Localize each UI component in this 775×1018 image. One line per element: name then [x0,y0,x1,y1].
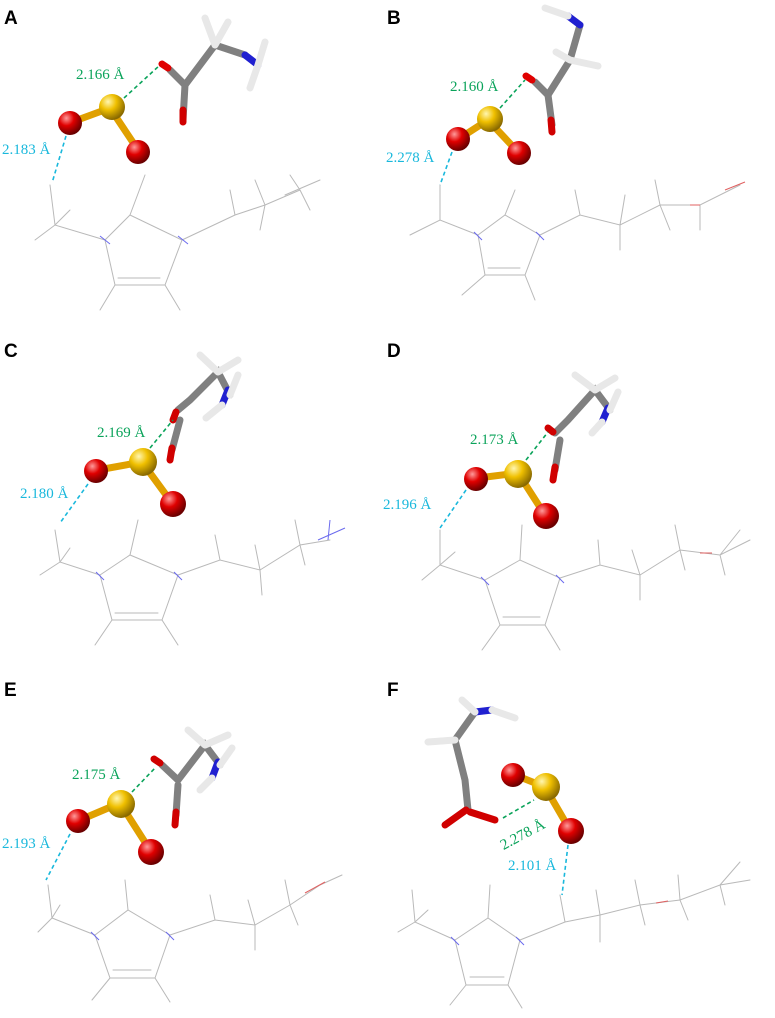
cyan-h-bond [51,135,67,184]
panel-label: F [387,680,399,701]
oxygen-atom [66,809,90,833]
panel-label: B [387,8,401,29]
so2-molecule [446,106,531,165]
green-distance-label: 2.175 Å [72,767,121,783]
panel-e: E 2.175 Å 2.193 Å [2,680,343,1003]
cyan-distance-label: 2.278 Å [386,150,435,166]
so2-molecule [66,790,164,865]
imidazolium-cation-wireframe [34,174,321,311]
alanine-anion [150,726,236,829]
cyan-distance-label: 2.196 Å [383,497,432,513]
green-distance-label: 2.173 Å [470,432,519,448]
imidazolium-cation-wireframe [421,524,751,651]
cyan-h-bond [439,489,467,529]
imidazolium-cation-wireframe [39,519,346,646]
panel-label: C [4,341,18,362]
oxygen-atom [507,141,531,165]
panel-label: E [4,680,17,701]
sulfur-atom [477,106,503,132]
oxygen-atom [138,839,164,865]
cyan-distance-label: 2.193 Å [2,836,51,852]
oxygen-atom [160,491,186,517]
green-h-bond [149,419,174,449]
cyan-h-bond [561,844,569,896]
alanine-anion [424,696,519,829]
alanine-anion [158,14,269,126]
cyan-distance-label: 2.101 Å [508,858,557,874]
green-distance-label: 2.278 Å [498,817,548,854]
cyan-h-bond [45,833,71,881]
so2-molecule [464,460,559,529]
green-distance-label: 2.166 Å [76,67,125,83]
cyan-h-bond [439,151,453,186]
panel-d: D 2.173 Å 2.196 Å [383,341,751,651]
oxygen-atom [446,127,470,151]
imidazolium-cation-wireframe [37,874,343,1003]
oxygen-atom [501,763,525,787]
imidazolium-cation-wireframe [409,179,746,301]
green-h-bond [525,431,549,461]
panel-label: A [4,8,18,29]
sulfur-atom [107,790,135,818]
oxygen-atom [464,467,488,491]
cyan-h-bond [59,483,89,524]
panel-a: A 2.166 Å 2.183 Å [2,8,321,311]
green-h-bond [499,79,526,109]
panel-b: B 2.160 Å 2.278 Å [386,4,746,301]
oxygen-atom [533,503,559,529]
so2-molecule [501,763,584,844]
oxygen-atom [58,111,82,135]
alanine-anion [166,351,242,464]
sulfur-atom [532,773,560,801]
imidazolium-cation-wireframe [397,861,751,1009]
so2-molecule [84,448,186,517]
cyan-distance-label: 2.183 Å [2,142,51,158]
panel-c: C 2.169 Å 2.180 Å [4,341,346,646]
green-h-bond [131,767,156,793]
oxygen-atom [84,459,108,483]
alanine-anion [522,4,602,136]
so2-molecule [58,94,150,164]
panel-label: D [387,341,401,362]
oxygen-atom [558,818,584,844]
sulfur-atom [129,448,157,476]
sulfur-atom [504,460,532,488]
panel-f: F 2.278 Å 2.101 Å [387,680,751,1009]
alanine-anion [544,371,622,484]
green-h-bond [502,799,535,819]
green-distance-label: 2.169 Å [97,425,146,441]
green-h-bond [123,64,161,99]
oxygen-atom [126,140,150,164]
sulfur-atom [99,94,125,120]
green-distance-label: 2.160 Å [450,79,499,95]
cyan-distance-label: 2.180 Å [20,486,69,502]
